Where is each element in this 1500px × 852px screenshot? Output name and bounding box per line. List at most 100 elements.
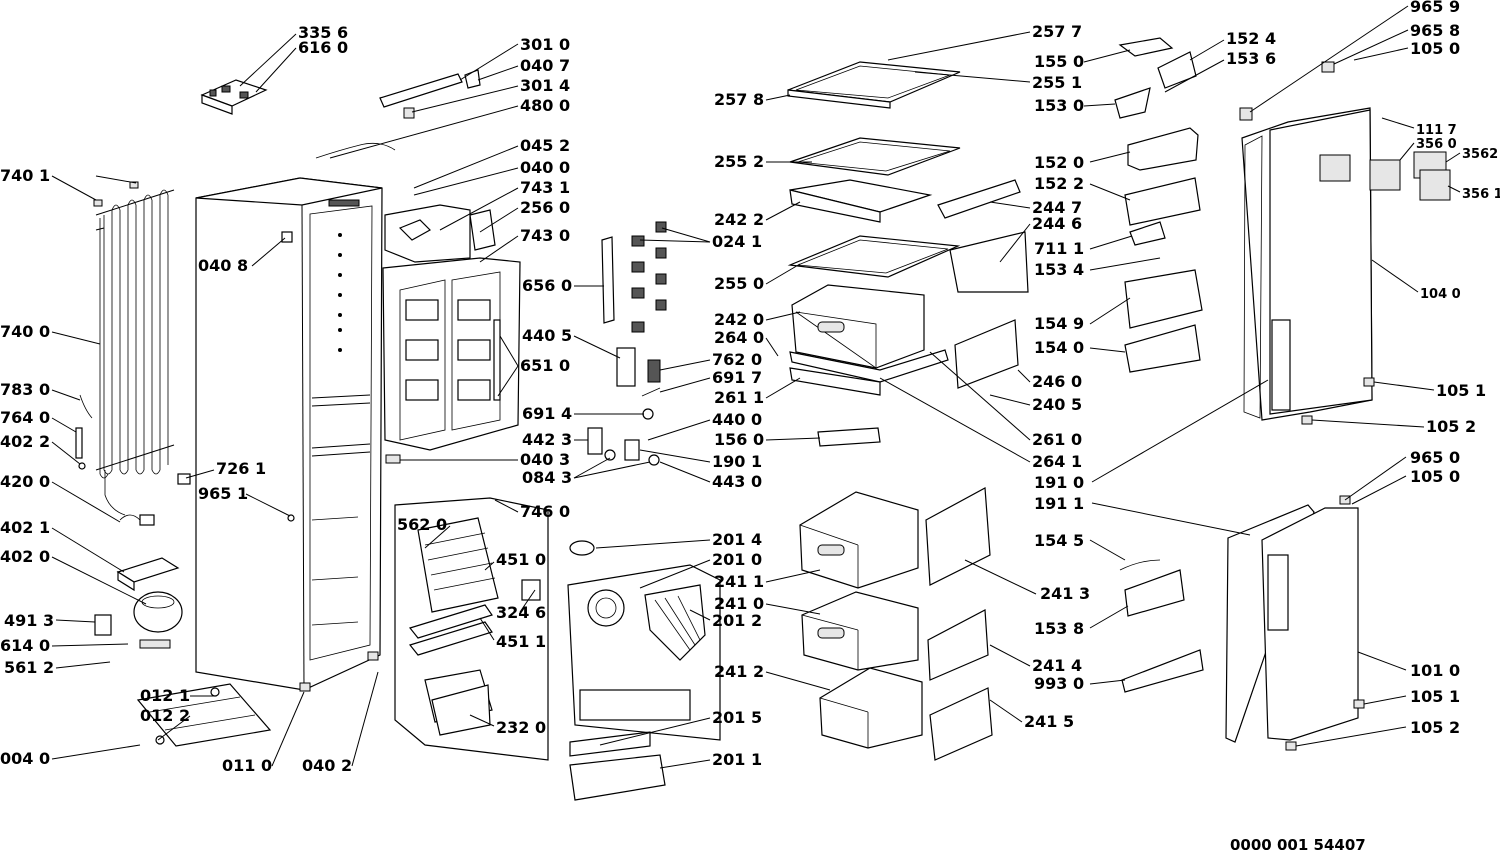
part-callout-111-7: 111 7 [1416, 123, 1457, 138]
part-callout-201-1: 201 1 [712, 750, 762, 769]
top-strip [315, 69, 481, 159]
part-callout-965-1: 965 1 [198, 484, 248, 503]
part-callout-084-3: 084 3 [522, 468, 572, 487]
part-callout-616-0: 616 0 [298, 38, 348, 57]
part-callout-105-1: 105 1 [1410, 687, 1460, 706]
compressor [75, 394, 183, 649]
air-duct-assembly [382, 204, 521, 451]
part-callout-105-2: 105 2 [1410, 718, 1460, 737]
part-callout-191-1: 191 1 [1034, 494, 1084, 513]
part-callout-152-0: 152 0 [1034, 153, 1084, 172]
part-callout-965-9: 965 9 [1410, 0, 1460, 16]
part-callout-040-0: 040 0 [520, 158, 570, 177]
part-callout-402-2: 402 2 [0, 432, 50, 451]
part-callout-104-0: 104 0 [1420, 287, 1461, 302]
part-callout-762-0: 762 0 [712, 350, 762, 369]
part-callout-154-0: 154 0 [1034, 338, 1084, 357]
evaporator [394, 497, 549, 761]
cabinet-body [195, 177, 383, 692]
part-callout-335-6: 335 6 [298, 23, 348, 42]
part-callout-740-1: 740 1 [0, 166, 50, 185]
part-callout-562-0: 562 0 [397, 515, 447, 534]
part-callout-024-1: 024 1 [712, 232, 762, 251]
part-callout-255-1: 255 1 [1032, 73, 1082, 92]
part-callout-241-0: 241 0 [714, 594, 764, 613]
part-callout-726-1: 726 1 [216, 459, 266, 478]
part-callout-440-5: 440 5 [522, 326, 572, 345]
door-bins [1114, 37, 1204, 693]
part-callout-561-2: 561 2 [4, 658, 54, 677]
part-callout-232-0: 232 0 [496, 718, 546, 737]
part-callout-012-1: 012 1 [140, 686, 190, 705]
part-callout-257-7: 257 7 [1032, 22, 1082, 41]
part-callout-152-2: 152 2 [1034, 174, 1084, 193]
part-callout-255-0: 255 0 [714, 274, 764, 293]
crisper-drawers [789, 284, 949, 749]
part-callout-480-0: 480 0 [520, 96, 570, 115]
freezer-door [1225, 377, 1375, 751]
condenser-coil [93, 181, 175, 479]
part-callout-301-4: 301 4 [520, 76, 570, 95]
part-callout-012-2: 012 2 [140, 706, 190, 725]
part-callout-153-4: 153 4 [1034, 260, 1084, 279]
part-callout-040-7: 040 7 [520, 56, 570, 75]
part-callout-241-3: 241 3 [1040, 584, 1090, 603]
part-callout-420-0: 420 0 [0, 472, 50, 491]
fridge-door [1239, 61, 1451, 421]
part-callout-011-0: 011 0 [222, 756, 272, 775]
part-callout-965-0: 965 0 [1410, 448, 1460, 467]
control-box [200, 79, 268, 115]
part-callout-153-8: 153 8 [1034, 619, 1084, 638]
part-callout-443-0: 443 0 [712, 472, 762, 491]
part-callout-241-4: 241 4 [1032, 656, 1082, 675]
part-callout-614-0: 614 0 [0, 636, 50, 655]
part-callout-691-7: 691 7 [712, 368, 762, 387]
part-callout-746-0: 746 0 [520, 502, 570, 521]
glass-shelves [787, 61, 961, 278]
part-callout-356-0: 356 0 [1416, 137, 1457, 152]
part-callout-105-2: 105 2 [1426, 417, 1476, 436]
leader-lines [51, 5, 1461, 769]
part-callout-240-5: 240 5 [1032, 395, 1082, 414]
drawer-fronts [925, 179, 1029, 761]
part-callout-264-1: 264 1 [1032, 452, 1082, 471]
part-callout-201-4: 201 4 [712, 530, 762, 549]
part-callout-257-8: 257 8 [714, 90, 764, 109]
part-callout-040-8: 040 8 [198, 256, 248, 275]
part-callout-451-0: 451 0 [496, 550, 546, 569]
part-callout-402-1: 402 1 [0, 518, 50, 537]
part-callout-241-2: 241 2 [714, 662, 764, 681]
part-callout-255-2: 255 2 [714, 152, 764, 171]
part-callout-105-0: 105 0 [1410, 39, 1460, 58]
part-callout-442-3: 442 3 [522, 430, 572, 449]
part-callout-246-0: 246 0 [1032, 372, 1082, 391]
part-callout-101-0: 101 0 [1410, 661, 1460, 680]
part-callout-301-0: 301 0 [520, 35, 570, 54]
part-callout-965-8: 965 8 [1410, 21, 1460, 40]
part-callout-261-1: 261 1 [714, 388, 764, 407]
part-callout-004-0: 004 0 [0, 749, 50, 768]
part-callout-402-0: 402 0 [0, 547, 50, 566]
part-callout-191-0: 191 0 [1034, 473, 1084, 492]
part-callout-242-2: 242 2 [714, 210, 764, 229]
part-callout-356-1: 356 1 [1462, 187, 1500, 202]
part-callout-244-7: 244 7 [1032, 198, 1082, 217]
part-callout-105-1: 105 1 [1436, 381, 1486, 400]
part-callout-743-1: 743 1 [520, 178, 570, 197]
document-number: 0000 001 54407 [1230, 836, 1366, 852]
part-callout-264-0: 264 0 [714, 328, 764, 347]
part-callout-711-1: 711 1 [1034, 239, 1084, 258]
part-callout-154-9: 154 9 [1034, 314, 1084, 333]
part-callout-242-0: 242 0 [714, 310, 764, 329]
part-callout-154-5: 154 5 [1034, 531, 1084, 550]
fan-back-panel [567, 540, 721, 801]
part-callout-740-0: 740 0 [0, 322, 50, 341]
part-callout-743-0: 743 0 [520, 226, 570, 245]
part-callout-153-6: 153 6 [1226, 49, 1276, 68]
part-callout-256-0: 256 0 [520, 198, 570, 217]
part-callout-045-2: 045 2 [520, 136, 570, 155]
part-callout-651-0: 651 0 [520, 356, 570, 375]
